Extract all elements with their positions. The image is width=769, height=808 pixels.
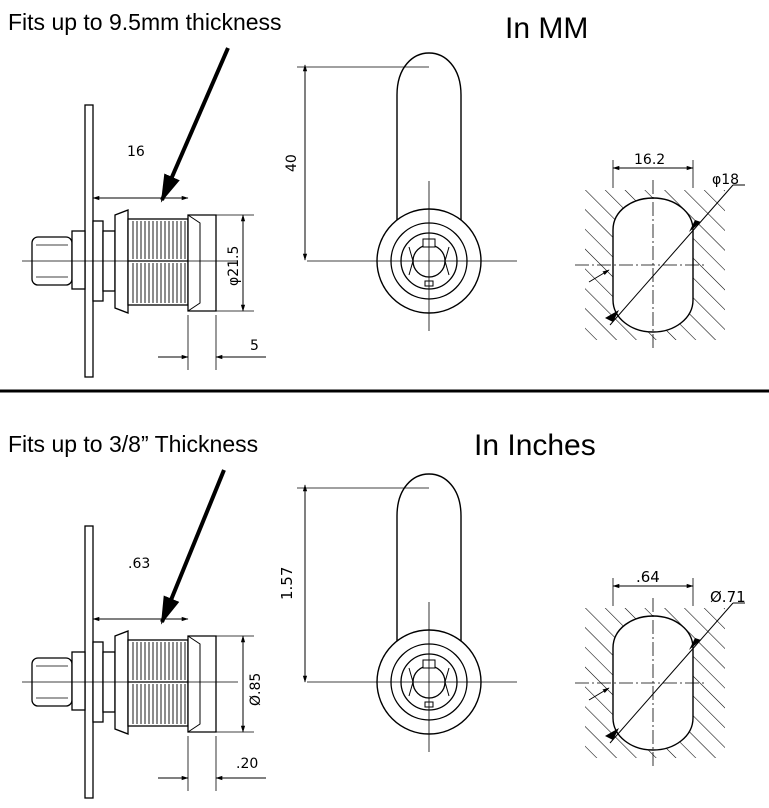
- mm-thickness-caption: Fits up to 9.5mm thickness: [8, 9, 282, 35]
- inch-thickness-caption: Fits up to 3/8” Thickness: [8, 431, 258, 457]
- mm-hole-diameter-label: φ18: [712, 172, 739, 188]
- mm-hole-view: [575, 160, 745, 350]
- inch-flange-label: .20: [236, 756, 258, 772]
- inch-hole-diameter-label: Ø.71: [710, 588, 746, 606]
- mm-grip-length-label: 16: [127, 144, 145, 160]
- inch-unit-title: In Inches: [474, 429, 596, 462]
- inch-nut-diameter-label: Ø.85: [248, 673, 264, 706]
- mm-cam-length-label: 40: [284, 154, 300, 172]
- mm-section: Fits up to 9.5mm thickness In MM 16 φ21.…: [8, 9, 745, 377]
- inch-flat-width-label: .64: [636, 568, 660, 586]
- inch-thickness-arrow: [160, 469, 226, 625]
- mm-nut-diameter-label: φ21.5: [226, 246, 242, 286]
- mm-flange-label: 5: [250, 338, 259, 354]
- inch-cam-length-label: 1.57: [278, 567, 296, 600]
- mm-front-view: [296, 52, 518, 332]
- inch-front-view: [296, 473, 518, 753]
- mm-flat-width-label: 16.2: [634, 152, 665, 168]
- mm-unit-title: In MM: [505, 12, 588, 45]
- mm-thickness-arrow: [160, 47, 230, 203]
- inch-hole-view: [575, 578, 745, 768]
- inch-grip-length-label: .63: [128, 556, 150, 572]
- inch-section: Fits up to 3/8” Thickness In Inches .63 …: [8, 429, 746, 798]
